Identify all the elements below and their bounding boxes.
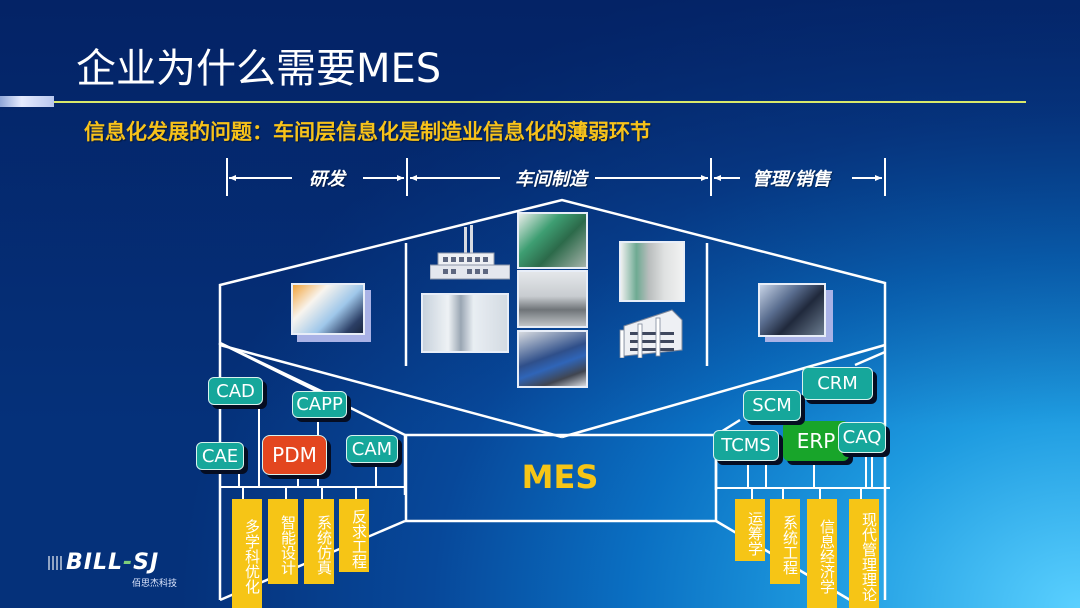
cad-box: CAD xyxy=(208,377,263,405)
logo-name-part1: BILL xyxy=(66,550,123,575)
mes-label: MES xyxy=(521,458,599,496)
capp-box: CAPP xyxy=(292,391,347,418)
cam-box: CAM xyxy=(346,435,398,463)
logo-company-name: 佰思杰科技 xyxy=(132,579,178,589)
green-machinery-photo xyxy=(517,212,588,269)
method-column-intelligent-design: 智能设计 xyxy=(268,499,298,584)
title-divider xyxy=(54,101,1026,103)
phase-label-management: 管理/销售 xyxy=(752,169,831,190)
motor-photo xyxy=(619,241,685,302)
subtitle: 信息化发展的问题：车间层信息化是制造业信息化的薄弱环节 xyxy=(84,120,651,144)
lab-computer-photo xyxy=(517,270,588,328)
blue-machinery-photo xyxy=(517,330,588,388)
phase-label-shopfloor: 车间制造 xyxy=(515,169,587,190)
caq-box: CAQ xyxy=(838,422,886,453)
method-column-modern-management: 现代管理理论 xyxy=(849,499,879,608)
pdm-box: PDM xyxy=(262,435,327,475)
management-meeting-photo xyxy=(758,283,826,337)
method-column-information-economics: 信息经济学 xyxy=(807,499,837,608)
company-logo: BILL-SJ 佰思杰科技 xyxy=(48,550,177,589)
method-column-operations-research: 运筹学 xyxy=(735,499,765,561)
tcms-box: TCMS xyxy=(713,430,779,461)
scm-box: SCM xyxy=(743,390,801,421)
title-accent-bar xyxy=(0,96,54,107)
method-column-system-simulation: 系统仿真 xyxy=(304,499,334,584)
rd-meeting-photo xyxy=(291,283,365,335)
method-column-reverse-engineering: 反求工程 xyxy=(339,499,369,572)
page-title: 企业为什么需要MES xyxy=(76,46,442,92)
phase-label-rd: 研发 xyxy=(309,169,345,190)
office-building-icon xyxy=(619,309,683,358)
method-column-systems-engineering: 系统工程 xyxy=(770,499,800,584)
control-cabinet-photo xyxy=(421,293,509,353)
factory-building-icon xyxy=(430,225,510,280)
logo-dash: - xyxy=(123,550,134,575)
logo-name-part2: SJ xyxy=(133,550,160,575)
method-column-multidisciplinary: 多学科优化 xyxy=(232,499,262,608)
logo-speed-lines-icon xyxy=(48,556,64,570)
cae-box: CAE xyxy=(196,442,244,470)
crm-box: CRM xyxy=(802,367,873,400)
